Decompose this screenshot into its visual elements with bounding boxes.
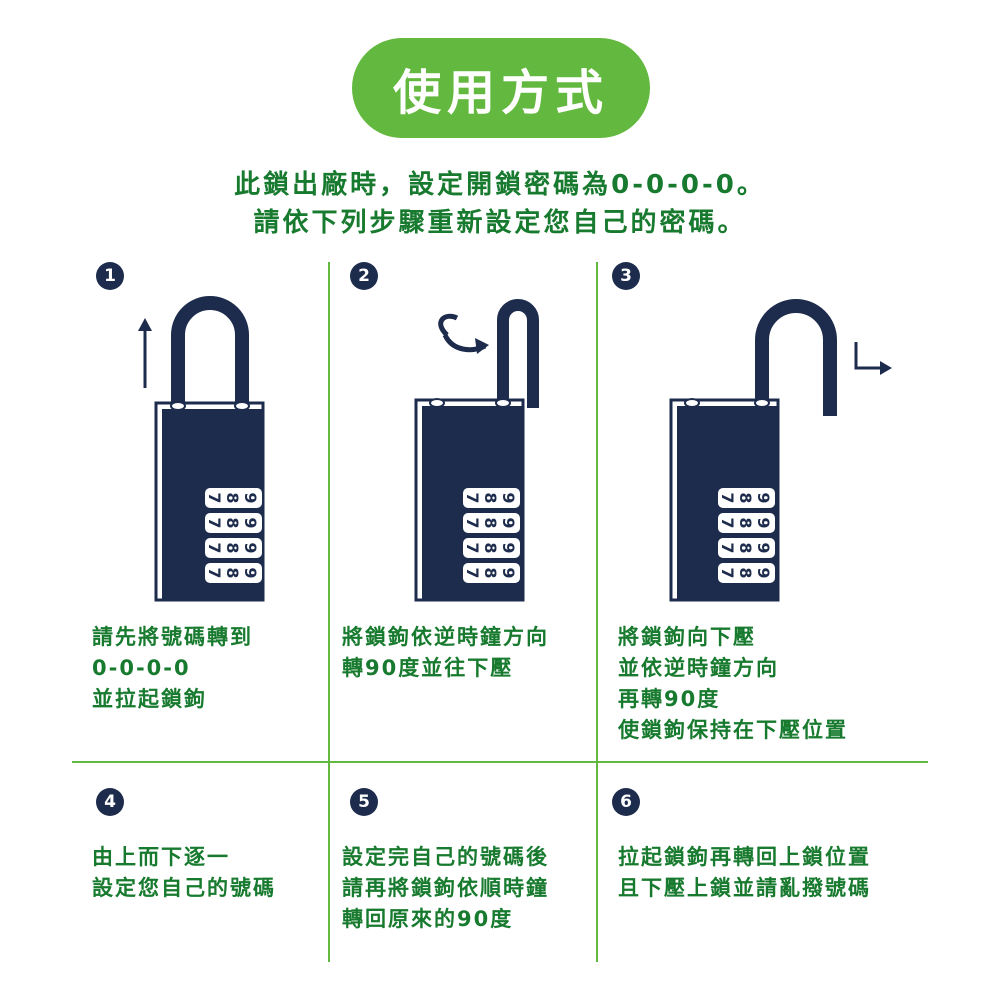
step-2-number: 2 (350, 262, 378, 290)
dial-digit: 9 (241, 542, 260, 553)
step-6-number: 6 (612, 788, 640, 816)
dial-digit: 7 (205, 542, 224, 553)
dial-digit: 7 (205, 492, 224, 503)
dial-digit: 9 (754, 492, 773, 503)
dial-wheel (205, 538, 262, 558)
dial-digit: 7 (718, 567, 737, 578)
step-4-line-2: 設定您自己的號碼 (92, 876, 276, 900)
dial-digit: 9 (499, 567, 518, 578)
dial-digit: 8 (223, 567, 242, 578)
dial-digit: 9 (754, 542, 773, 553)
step-3-number: 3 (612, 262, 640, 290)
step-4-text: 由上而下逐一 設定您自己的號碼 (92, 842, 276, 904)
dial-digit: 9 (241, 517, 260, 528)
dial-digit: 8 (736, 567, 755, 578)
step-4-line-1: 由上而下逐一 (92, 845, 230, 869)
dial-wheel (463, 538, 520, 558)
dial-digit: 9 (241, 567, 260, 578)
step-2-text: 將鎖鉤依逆時鐘方向 轉90度並往下壓 (342, 622, 549, 684)
dial-digit: 7 (205, 567, 224, 578)
dial-wheel (205, 513, 262, 533)
step-6-line-2: 且下壓上鎖並請亂撥號碼 (618, 876, 871, 900)
dial-digit: 8 (736, 517, 755, 528)
grid-divider-vertical-1 (328, 262, 330, 962)
grid-divider-horizontal (72, 761, 928, 763)
dial-wheel (718, 488, 775, 508)
dial-digit: 9 (754, 517, 773, 528)
dial-digit: 8 (481, 517, 500, 528)
dial-digit: 9 (499, 517, 518, 528)
step-6-text: 拉起鎖鉤再轉回上鎖位置 且下壓上鎖並請亂撥號碼 (618, 842, 871, 904)
dial-wheel (718, 538, 775, 558)
step-5-text: 設定完自己的號碼後 請再將鎖鉤依順時鐘 轉回原來的90度 (342, 842, 549, 935)
dial-digit: 7 (718, 517, 737, 528)
step-1-text: 請先將號碼轉到 0-0-0-0 並拉起鎖鉤 (92, 622, 253, 715)
dial-wheel (205, 488, 262, 508)
dial-digit: 8 (481, 567, 500, 578)
dial-digit: 8 (223, 517, 242, 528)
dial-wheel (718, 563, 775, 583)
title-banner: 使用方式 (352, 38, 650, 138)
step-1-line-1: 請先將號碼轉到 (92, 625, 253, 649)
dial-wheel (463, 488, 520, 508)
step-3-text: 將鎖鉤向下壓 並依逆時鐘方向 再轉90度 使鎖鉤保持在下壓位置 (618, 622, 848, 746)
dial-digit: 8 (481, 492, 500, 503)
dial-digit: 9 (241, 492, 260, 503)
step-1-line-2: 0-0-0-0 (92, 656, 191, 680)
intro-line-2: 請依下列步驟重新設定您自己的密碼。 (253, 208, 747, 238)
step-3-line-2: 並依逆時鐘方向 (618, 656, 779, 680)
step-1-line-3: 並拉起鎖鉤 (92, 687, 207, 711)
dial-wheel (463, 563, 520, 583)
step-5-line-1: 設定完自己的號碼後 (342, 845, 549, 869)
dial-wheel (463, 513, 520, 533)
step-3-line-4: 使鎖鉤保持在下壓位置 (618, 718, 848, 742)
dial-digit: 7 (205, 517, 224, 528)
step-1-number: 1 (96, 262, 124, 290)
dial-digit: 7 (718, 492, 737, 503)
dial-digit: 7 (463, 492, 482, 503)
step-5-number: 5 (350, 788, 378, 816)
dial-digit: 8 (481, 542, 500, 553)
dial-wheel (718, 513, 775, 533)
dial-digit: 7 (463, 542, 482, 553)
dial-digit: 9 (754, 567, 773, 578)
dial-wheel (205, 563, 262, 583)
intro-line-1: 此鎖出廠時，設定開鎖密碼為0-0-0-0。 (234, 170, 766, 200)
step-4-number: 4 (96, 788, 124, 816)
step-2-line-2: 轉90度並往下壓 (342, 656, 514, 680)
dial-digit: 7 (463, 567, 482, 578)
dial-digit: 8 (223, 542, 242, 553)
dial-digit: 7 (718, 542, 737, 553)
step-6-line-1: 拉起鎖鉤再轉回上鎖位置 (618, 845, 871, 869)
page-title: 使用方式 (392, 65, 609, 121)
dial-digit: 8 (736, 542, 755, 553)
step-3-line-3: 再轉90度 (618, 687, 721, 711)
dial-digit: 9 (499, 542, 518, 553)
dial-digit: 7 (463, 517, 482, 528)
step-2-line-1: 將鎖鉤依逆時鐘方向 (342, 625, 549, 649)
dial-digit: 8 (223, 492, 242, 503)
grid-divider-vertical-2 (596, 262, 598, 962)
dial-digit: 8 (736, 492, 755, 503)
step-3-line-1: 將鎖鉤向下壓 (618, 625, 756, 649)
dial-digit: 9 (499, 492, 518, 503)
step-5-line-3: 轉回原來的90度 (342, 907, 514, 931)
step-5-line-2: 請再將鎖鉤依順時鐘 (342, 876, 549, 900)
